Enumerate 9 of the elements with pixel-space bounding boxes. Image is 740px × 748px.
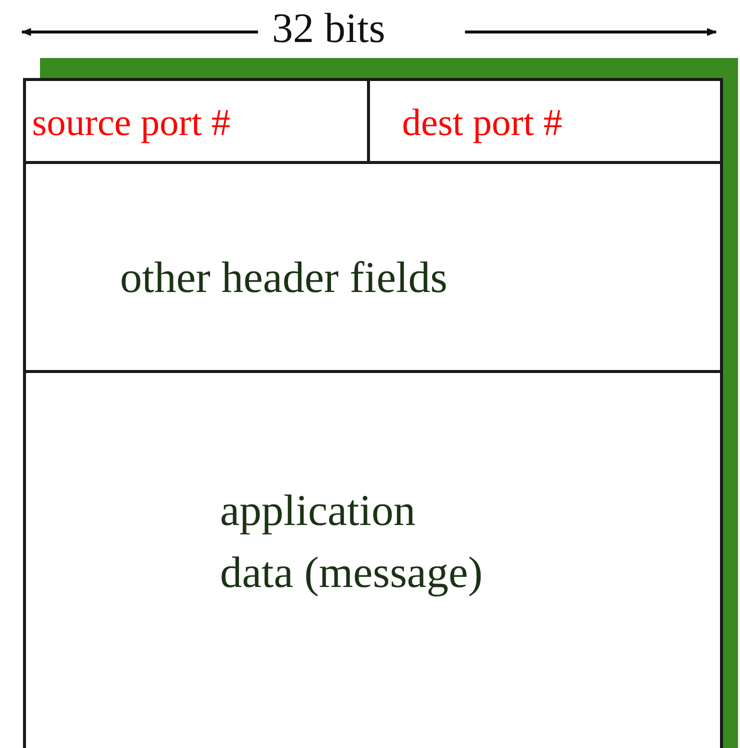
field-label: source port # <box>32 102 230 144</box>
header-field <box>367 78 723 164</box>
dimension-label: 32 bits <box>272 6 386 52</box>
field-label: other header fields <box>120 253 448 302</box>
header-field <box>23 370 723 748</box>
field-label: dest port # <box>402 102 562 144</box>
header-field <box>23 78 370 164</box>
field-label: application data (message) <box>220 486 483 597</box>
header-field <box>23 161 723 373</box>
